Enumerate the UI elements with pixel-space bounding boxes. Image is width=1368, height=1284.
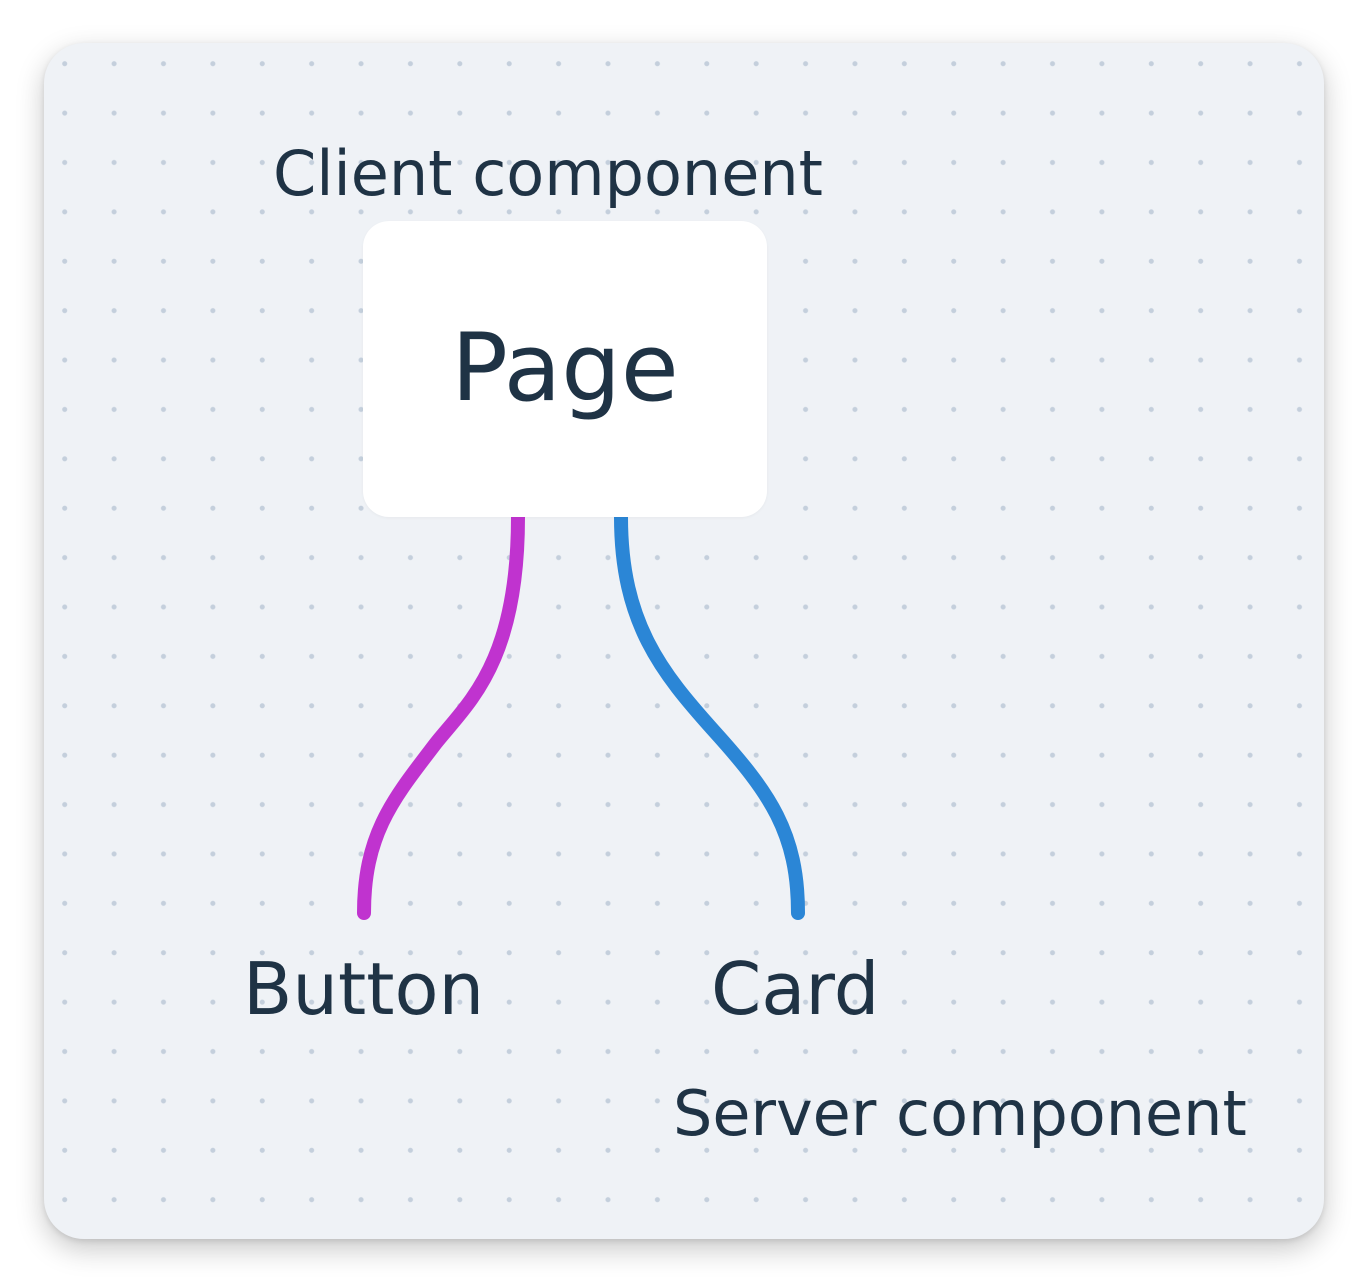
edges-layer (357, 510, 805, 920)
client-component-label: Client component (273, 137, 823, 210)
page-node-label: Page (451, 314, 679, 423)
button-node-label[interactable]: Button (243, 947, 485, 1031)
edge-page-to-card (614, 510, 805, 920)
edge-page-to-button (357, 510, 525, 920)
server-component-label: Server component (673, 1077, 1247, 1150)
card-node-label[interactable]: Card (711, 947, 880, 1031)
diagram-canvas: Client component Page Button Card Server… (44, 43, 1324, 1239)
page-node[interactable]: Page (363, 221, 767, 517)
